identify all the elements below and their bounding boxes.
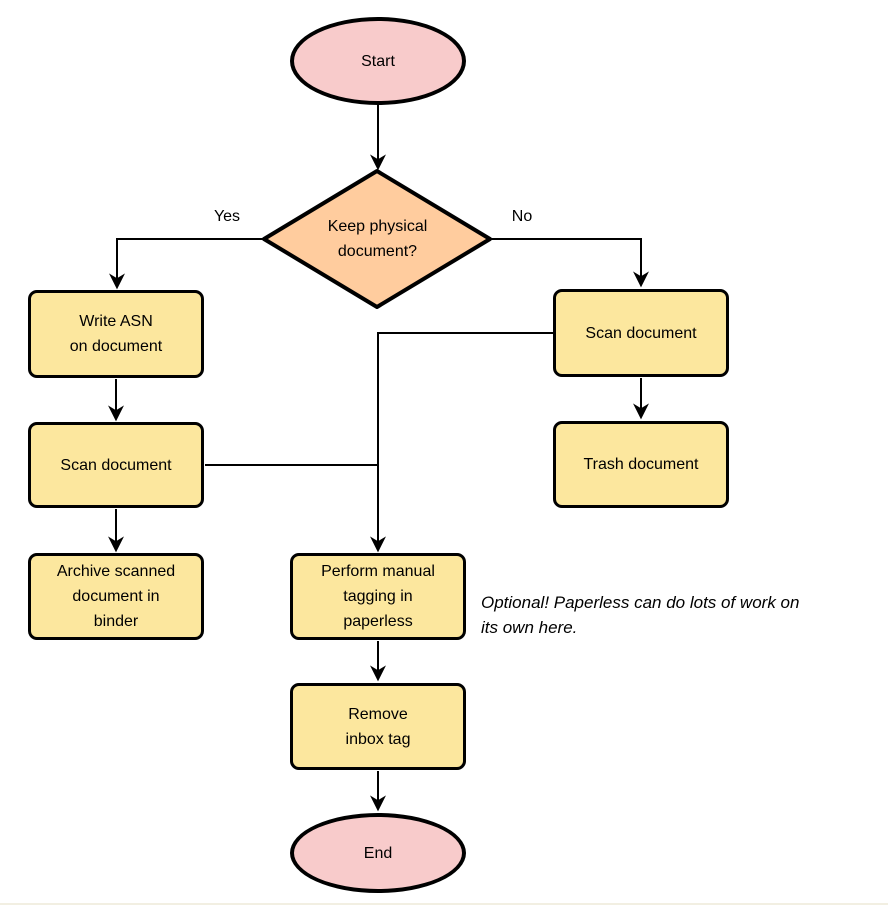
- scan-right-label: Scan document: [585, 324, 697, 342]
- process-archive-in-binder: Archive scanned document in binder: [28, 553, 204, 640]
- process-write-asn: Write ASN on document: [28, 290, 204, 378]
- edge-label-no: No: [511, 208, 533, 225]
- decision-line-2: document?: [337, 243, 418, 260]
- edge-label-yes: Yes: [213, 208, 241, 225]
- start-terminal: Start: [290, 17, 466, 105]
- write-asn-line-2: on document: [69, 338, 163, 355]
- trash-label: Trash document: [583, 456, 699, 473]
- decision-line-1: Keep physical: [327, 218, 428, 235]
- process-trash-document: Trash document: [553, 421, 729, 508]
- process-scan-document-right: Scan document: [553, 289, 729, 377]
- archive-line-1: Archive scanned: [56, 563, 176, 580]
- edge-scan-right-to-tagging: [370, 332, 553, 553]
- annotation-line-1: Optional! Paperless can do lots of work …: [481, 593, 800, 612]
- edge-decision-yes-to-write-asn: [109, 238, 265, 290]
- decision-diamond-shape: [262, 169, 492, 309]
- edge-decision-no-to-scan-right: [489, 238, 649, 288]
- bottom-edge-divider: [0, 903, 888, 905]
- write-asn-line-1: Write ASN: [79, 313, 153, 330]
- archive-line-2: document in: [72, 588, 160, 605]
- tagging-line-3: paperless: [343, 613, 413, 630]
- process-scan-document-left: Scan document: [28, 422, 204, 508]
- annotation-line-2: its own here.: [481, 618, 578, 637]
- end-terminal: End: [290, 813, 466, 893]
- scan-left-label: Scan document: [60, 456, 172, 474]
- end-label: End: [363, 844, 393, 862]
- tagging-line-1: Perform manual: [321, 563, 435, 580]
- process-remove-inbox-tag: Remove inbox tag: [290, 683, 466, 770]
- remove-inbox-line-2: inbox tag: [345, 730, 411, 748]
- decision-keep-physical-label: Keep physical document?: [277, 206, 478, 272]
- tagging-line-2: tagging in: [343, 588, 413, 605]
- archive-line-3: binder: [93, 613, 139, 630]
- process-manual-tagging: Perform manual tagging in paperless: [290, 553, 466, 640]
- start-label: Start: [361, 52, 395, 70]
- annotation-optional-note: Optional! Paperless can do lots of work …: [481, 590, 799, 640]
- remove-inbox-line-1: Remove: [348, 705, 408, 723]
